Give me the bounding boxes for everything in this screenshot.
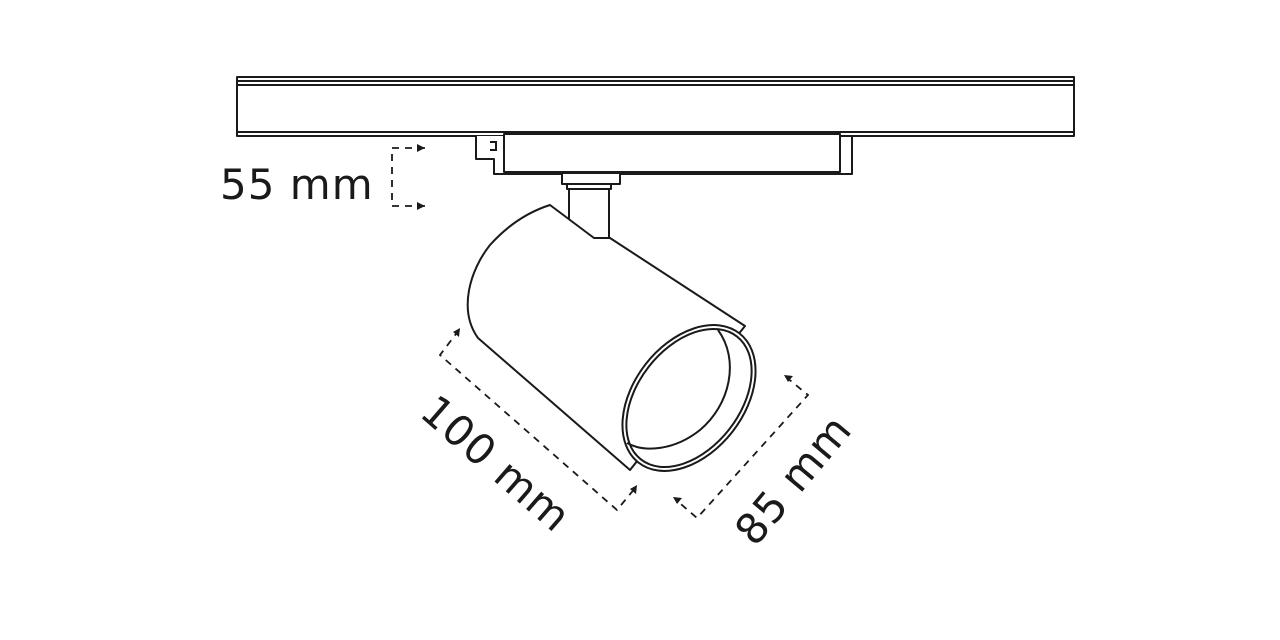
length-label: 100 mm	[411, 386, 580, 542]
diameter-label: 85 mm	[725, 405, 861, 554]
height-label: 55 mm	[220, 160, 374, 209]
track-adapter	[475, 133, 853, 175]
height-dimension: 55 mm	[220, 144, 425, 210]
track-rail	[236, 76, 1075, 137]
mounting-stem	[561, 172, 621, 240]
spotlight-body	[466, 204, 757, 472]
